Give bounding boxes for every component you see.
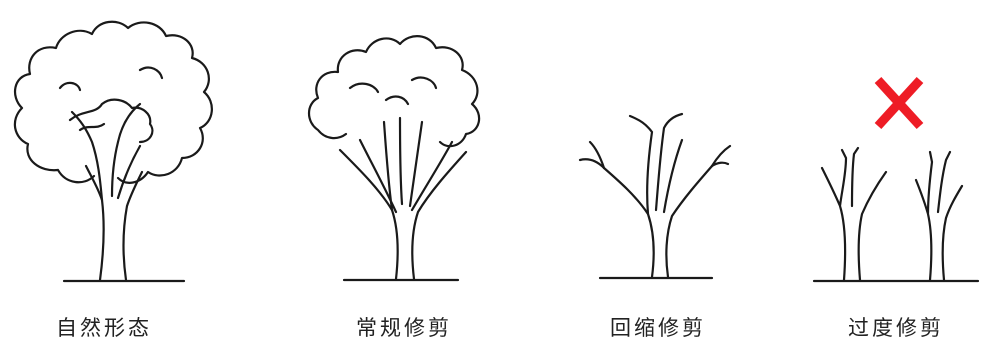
- over-pruning-trees: [812, 146, 980, 283]
- branches: [358, 116, 454, 214]
- canopy-outline: [307, 35, 481, 148]
- caption-regular-pruning: 常规修剪: [356, 316, 452, 340]
- trunk: [338, 148, 468, 281]
- canopy-detail: [348, 76, 438, 106]
- natural-form-tree: [13, 20, 213, 283]
- canopy-outline: [13, 20, 213, 184]
- branches: [70, 102, 142, 202]
- stump-right: [914, 150, 964, 282]
- red-cross-icon: [874, 76, 924, 130]
- caption-natural-form: 自然形态: [56, 316, 152, 340]
- branches: [578, 112, 732, 216]
- canopy-detail: [58, 66, 164, 144]
- caption-retraction-pruning: 回缩修剪: [610, 316, 706, 340]
- regular-pruning-tree: [307, 35, 481, 282]
- caption-over-pruning: 过度修剪: [848, 316, 944, 340]
- stump-left: [820, 146, 888, 282]
- retraction-pruning-tree: [578, 112, 732, 280]
